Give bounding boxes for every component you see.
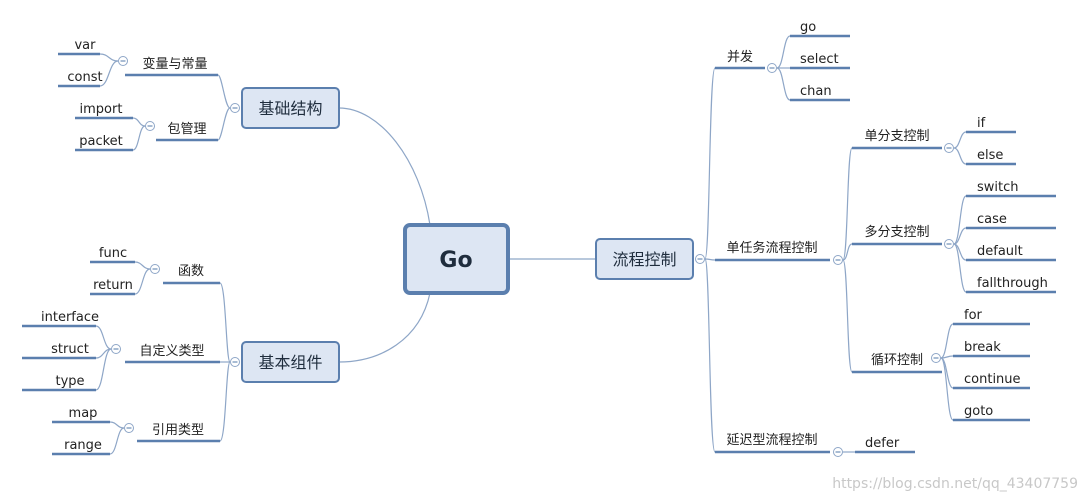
subtopic-label: 包管理: [167, 122, 206, 137]
connector: [219, 282, 231, 363]
connector: [217, 107, 231, 141]
root-topic-label: Go: [439, 248, 472, 273]
toggle-loop-control[interactable]: [931, 353, 941, 363]
connector: [217, 74, 231, 109]
subtopic-label: 单分支控制: [864, 129, 929, 144]
topic-boxes: [241, 87, 694, 383]
main-topic-box[interactable]: [241, 341, 340, 383]
subtopic-label: 循环控制: [871, 353, 923, 368]
toggle-vars-consts[interactable]: [118, 56, 128, 66]
toggle-single-branch[interactable]: [944, 143, 954, 153]
subtopic-label: 并发: [727, 49, 753, 65]
leaf-label: for: [964, 308, 983, 323]
connector: [953, 147, 967, 165]
leaf-label: default: [977, 244, 1023, 259]
connector: [842, 243, 853, 261]
leaf-label: interface: [41, 310, 99, 325]
main-topic-box[interactable]: [595, 238, 694, 280]
root-topic-box[interactable]: [403, 223, 510, 295]
connector: [776, 35, 791, 69]
connector: [109, 427, 125, 455]
connector: [132, 117, 146, 127]
leaf-label: else: [977, 148, 1003, 163]
connector: [776, 67, 791, 101]
toggle-functions[interactable]: [150, 264, 160, 274]
connector: [953, 195, 967, 245]
main-topic-box[interactable]: [241, 87, 340, 129]
connector: [99, 60, 119, 87]
toggle-basic-components[interactable]: [230, 357, 240, 367]
leaf-label: packet: [79, 134, 123, 149]
connectors: [95, 35, 967, 455]
connector: [704, 67, 716, 260]
connector: [842, 147, 853, 261]
connector: [842, 259, 853, 373]
toggle-single-task-flow[interactable]: [833, 255, 843, 265]
leaf-label: return: [93, 278, 133, 293]
leaf-label: func: [99, 246, 127, 261]
connector: [109, 421, 125, 429]
leaf-label: range: [64, 438, 102, 453]
connector: [704, 258, 716, 453]
subtopic-label: 引用类型: [152, 423, 204, 438]
leaf-label: break: [964, 340, 1001, 355]
leaf-label: go: [800, 20, 816, 35]
connector: [219, 361, 231, 442]
connector: [134, 268, 151, 295]
leaf-label: fallthrough: [977, 276, 1048, 291]
subtopic-label: 单任务流程控制: [726, 240, 817, 256]
leaf-label: continue: [964, 372, 1021, 387]
connector: [95, 325, 112, 350]
toggle-flow-control[interactable]: [695, 254, 705, 264]
connector: [953, 131, 967, 149]
connector: [940, 357, 954, 421]
leaf-label: struct: [51, 342, 89, 357]
toggle-concurrency[interactable]: [767, 63, 777, 73]
leaf-label: switch: [977, 180, 1019, 195]
leaf-label: select: [800, 52, 839, 67]
connector: [704, 258, 716, 261]
toggle-deferred-flow[interactable]: [833, 447, 843, 457]
leaf-label: chan: [800, 84, 832, 99]
subtopic-label: 变量与常量: [142, 56, 207, 72]
toggle-custom-types[interactable]: [111, 344, 121, 354]
leaf-label: defer: [865, 436, 900, 451]
main-topic-label: 基本组件: [258, 353, 322, 372]
leaf-label: map: [69, 406, 98, 421]
toggle-multi-branch[interactable]: [944, 239, 954, 249]
connector: [99, 53, 119, 62]
root-connector: [338, 107, 431, 226]
connector: [953, 243, 967, 293]
leaf-label: goto: [964, 404, 993, 419]
underlines: [22, 34, 1056, 456]
leaf-label: var: [74, 38, 96, 53]
subtopic-label: 延迟型流程控制: [726, 433, 817, 448]
subtopic-label: 自定义类型: [139, 344, 204, 359]
subtopic-label: 多分支控制: [864, 224, 929, 240]
toggle-reference-types[interactable]: [124, 423, 134, 433]
main-topic-label: 流程控制: [612, 250, 676, 269]
connector: [134, 261, 151, 270]
connector: [132, 125, 146, 151]
leaf-label: const: [67, 70, 102, 85]
watermark: https://blog.csdn.net/qq_43407759: [832, 476, 1078, 492]
toggle-basic-structure[interactable]: [230, 103, 240, 113]
main-topic-label: 基础结构: [258, 99, 322, 118]
toggle-package-mgmt[interactable]: [145, 121, 155, 131]
subtopic-label: 函数: [178, 264, 204, 279]
leaf-label: type: [55, 374, 84, 389]
leaf-label: import: [80, 102, 123, 117]
connector: [953, 227, 967, 245]
connector: [95, 348, 112, 391]
root-connector: [338, 292, 431, 363]
leaf-label: case: [977, 212, 1007, 227]
leaf-label: if: [977, 116, 986, 131]
collapse-toggles[interactable]: [111, 56, 954, 457]
connector: [940, 323, 954, 359]
